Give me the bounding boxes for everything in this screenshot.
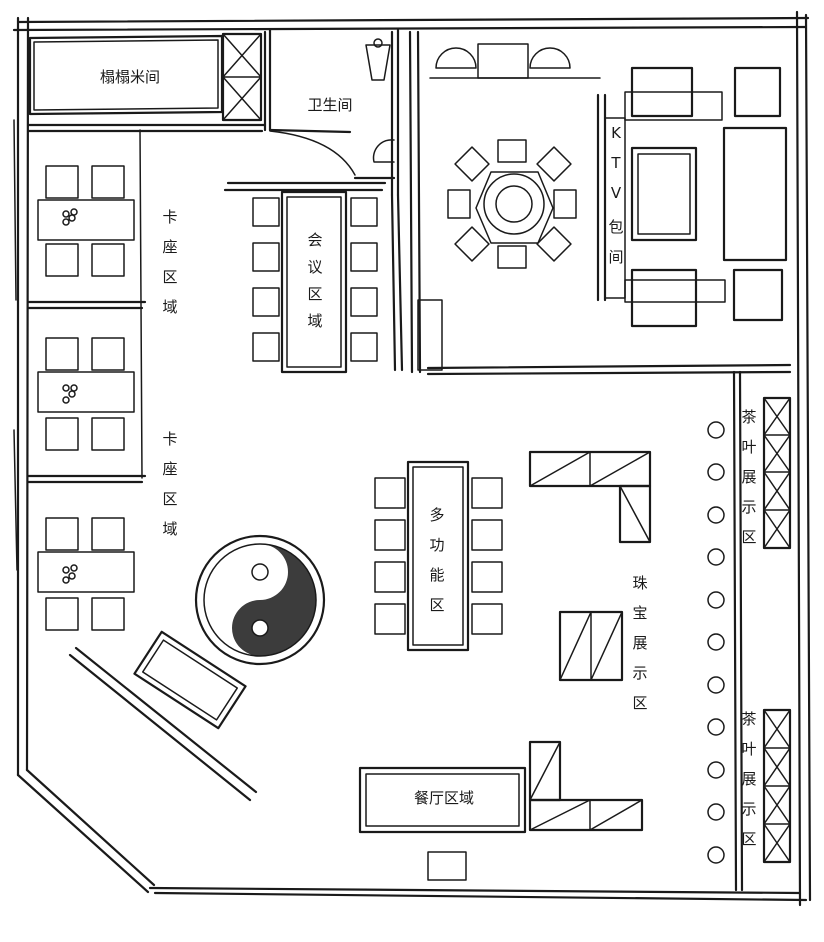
svg-text:V: V: [611, 184, 622, 202]
svg-text:区: 区: [162, 490, 177, 508]
ktv-room: K T V 包 间: [408, 30, 792, 376]
meeting-area-label: 会 议 区 域: [307, 231, 322, 330]
svg-text:区: 区: [632, 694, 647, 712]
svg-text:叶: 叶: [741, 740, 756, 758]
svg-text:T: T: [610, 154, 621, 172]
svg-text:区: 区: [307, 285, 322, 303]
outer-walls: [12, 10, 812, 907]
svg-text:会: 会: [307, 231, 322, 249]
multifunction-area-label: 多 功 能 区: [429, 506, 444, 614]
round-table: [447, 139, 577, 269]
restroom-label: 卫生间: [307, 96, 352, 114]
dining-area-label: 餐厅区域: [414, 789, 474, 807]
svg-text:K: K: [611, 124, 622, 142]
svg-text:示: 示: [632, 664, 647, 682]
meeting-area: 会 议 区 域: [223, 181, 443, 374]
svg-text:示: 示: [741, 800, 756, 818]
restroom: 卫生间: [263, 28, 400, 197]
svg-text:区: 区: [741, 830, 756, 848]
jewelry-display: 珠 宝 展 示 区: [528, 450, 652, 712]
svg-text:茶: 茶: [741, 710, 756, 728]
svg-text:展: 展: [741, 468, 756, 486]
entrance-counter: [68, 630, 258, 802]
svg-text:座: 座: [162, 238, 177, 256]
svg-text:域: 域: [162, 298, 177, 316]
svg-text:议: 议: [307, 258, 322, 276]
svg-text:示: 示: [741, 498, 756, 516]
multifunction-area: 多 功 能 区: [374, 460, 503, 652]
svg-text:展: 展: [741, 770, 756, 788]
ktv-room-label: K T V 包 间: [608, 124, 623, 266]
svg-text:功: 功: [429, 536, 444, 554]
svg-text:卡: 卡: [162, 208, 177, 226]
svg-text:叶: 叶: [741, 438, 756, 456]
yin-yang-icon: [194, 534, 326, 666]
booth-area-2-label: 卡 座 区 域: [162, 430, 177, 538]
svg-text:间: 间: [608, 248, 623, 266]
svg-text:包: 包: [608, 218, 623, 236]
tea-display: 茶 叶 展 示 区 茶 叶 展 示 区: [707, 370, 792, 892]
svg-text:区: 区: [162, 268, 177, 286]
booth-areas: 卡 座 区 域 卡 座 区 域: [26, 129, 178, 631]
svg-text:域: 域: [162, 520, 177, 538]
svg-text:宝: 宝: [632, 604, 647, 622]
dining-area: 餐厅区域: [358, 740, 644, 881]
tatami-room-label: 榻榻米间: [100, 68, 160, 86]
svg-text:多: 多: [429, 506, 444, 524]
svg-text:茶: 茶: [741, 408, 756, 426]
tea-display-1-label: 茶 叶 展 示 区: [741, 408, 756, 546]
svg-text:座: 座: [162, 460, 177, 478]
svg-text:区: 区: [429, 596, 444, 614]
svg-text:展: 展: [632, 634, 647, 652]
tea-display-2-label: 茶 叶 展 示 区: [741, 710, 756, 848]
jewelry-display-label: 珠 宝 展 示 区: [632, 574, 647, 712]
tatami-room: 榻榻米间: [26, 32, 267, 133]
booth-area-1-label: 卡 座 区 域: [162, 208, 177, 316]
svg-text:珠: 珠: [632, 574, 647, 592]
svg-text:区: 区: [741, 528, 756, 546]
svg-text:能: 能: [429, 566, 444, 584]
svg-text:域: 域: [307, 312, 322, 330]
svg-text:卡: 卡: [162, 430, 177, 448]
